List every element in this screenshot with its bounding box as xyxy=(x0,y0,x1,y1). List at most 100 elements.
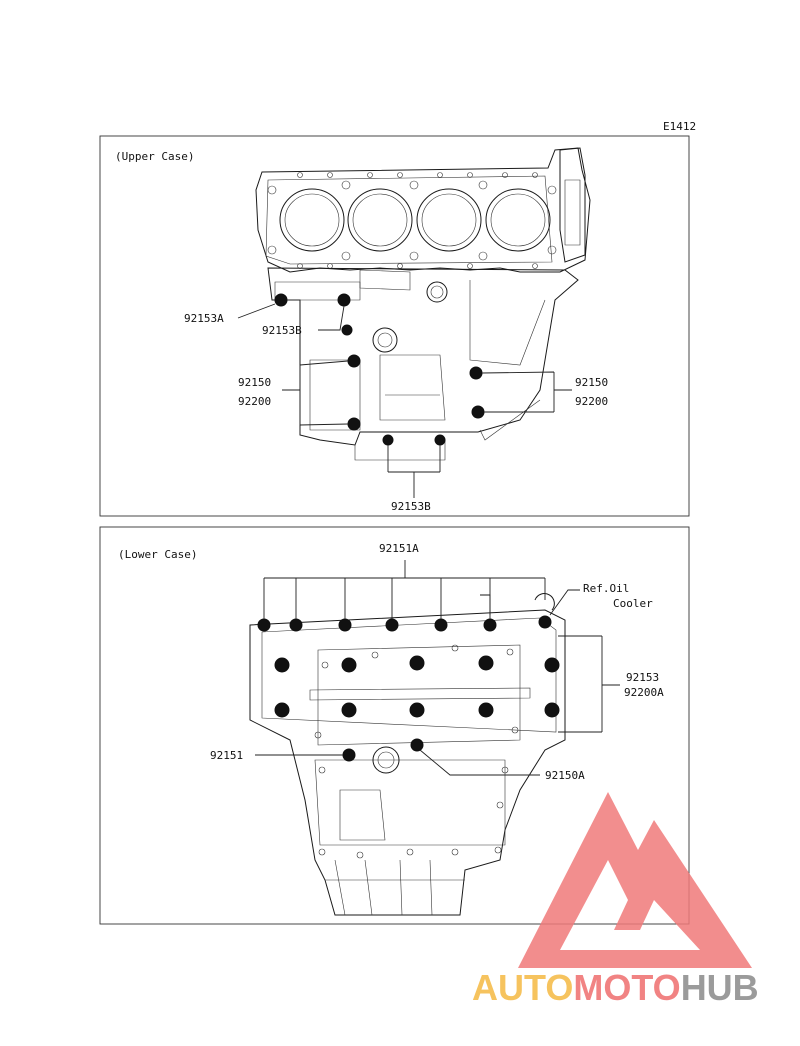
watermark-moto: MOTO xyxy=(573,967,680,1008)
cylinder-bore-1-inner xyxy=(284,193,340,247)
lower-case-inner-frame xyxy=(317,644,521,746)
bolt-92151A-1 xyxy=(257,618,271,632)
bolt-92153B-bottom-1 xyxy=(382,434,394,446)
label-92200A: 92200A xyxy=(624,686,664,699)
leader-92150-left xyxy=(282,360,349,426)
label-92153B-left: 92153B xyxy=(262,324,302,337)
bolt-92151A-6 xyxy=(483,618,497,632)
label-92150A: 92150A xyxy=(545,769,585,782)
leader-92150-right xyxy=(481,371,572,413)
bolt-oil-cooler xyxy=(538,615,552,629)
lower-case-drawing xyxy=(249,593,566,916)
label-92200-right: 92200 xyxy=(575,395,608,408)
upper-case-panel: (Upper Case) xyxy=(99,135,690,517)
cylinder-bore-2-inner xyxy=(352,193,408,247)
label-92153: 92153 xyxy=(626,671,659,684)
label-ref-oil: Ref.Oil xyxy=(583,582,629,595)
bolt-lower-left xyxy=(274,702,290,718)
upper-case-breather-inner xyxy=(430,285,444,299)
bolt-92151A-4 xyxy=(385,618,399,632)
label-cooler: Cooler xyxy=(613,597,653,610)
upper-leaders xyxy=(237,303,572,498)
bolt-92151-2 xyxy=(342,748,356,762)
upper-case-title: (Upper Case) xyxy=(115,150,194,163)
lower-case-sump-ribs xyxy=(334,859,433,916)
watermark-text: AUTOMOTOHUB xyxy=(472,967,759,1008)
upper-case-frame xyxy=(99,135,690,517)
bolt-92151A-9 xyxy=(409,655,425,671)
cylinder-bore-3 xyxy=(416,188,482,252)
upper-case-bolts xyxy=(274,293,485,446)
bolt-92151-1 xyxy=(341,702,357,718)
bolt-92151A-7 xyxy=(274,657,290,673)
cylinder-bore-4 xyxy=(485,188,551,252)
leader-92153B-left xyxy=(318,305,345,331)
bolt-92151A-3 xyxy=(338,618,352,632)
upper-deck-inner xyxy=(265,175,553,265)
bolt-92153A-1 xyxy=(274,293,288,307)
upper-case-starter-hole xyxy=(372,327,398,353)
lower-case-rail xyxy=(309,687,531,701)
cylinder-bore-2 xyxy=(347,188,413,252)
label-92153A: 92153A xyxy=(184,312,224,325)
bolt-92150-left-1 xyxy=(347,354,361,368)
label-92151A: 92151A xyxy=(379,542,419,555)
cylinder-bore-1 xyxy=(279,188,345,252)
bolt-92151A-5 xyxy=(434,618,448,632)
lower-case-frame xyxy=(99,526,690,925)
watermark-hub: HUB xyxy=(681,967,759,1008)
label-92153B-bottom: 92153B xyxy=(391,500,431,513)
leader-ref-oil-cooler xyxy=(549,589,580,616)
bolt-92151A-10 xyxy=(478,655,494,671)
upper-case-starter-hole-inner xyxy=(377,332,393,348)
bolt-92150-right-1 xyxy=(469,366,483,380)
label-92150-left: 92150 xyxy=(238,376,271,389)
bolt-92153-1 xyxy=(544,657,560,673)
lower-case-bolts xyxy=(257,615,560,762)
upper-case-center-pocket xyxy=(379,354,446,421)
watermark-triangle-logo xyxy=(518,792,752,968)
upper-case-rib-right xyxy=(469,280,546,366)
upper-case-drawing xyxy=(255,147,591,461)
bolt-92151A-2 xyxy=(289,618,303,632)
deck-bolt-holes xyxy=(267,172,557,269)
bolt-92151A-8 xyxy=(341,657,357,673)
bolt-92150A-3 xyxy=(410,738,424,752)
upper-case-boss xyxy=(359,269,411,291)
lower-case-upper-band xyxy=(261,617,557,733)
upper-case-rib-top xyxy=(274,281,361,301)
lower-case-oil-pan-flange xyxy=(314,759,506,846)
upper-case-bottom-lip xyxy=(354,440,446,461)
leader-92151A xyxy=(263,560,546,619)
lower-case-outline xyxy=(249,609,566,916)
bolt-92150-left-2 xyxy=(347,417,361,431)
upper-case-body xyxy=(267,267,579,446)
lower-case-oil-filter-boss xyxy=(372,746,400,774)
lower-case-title: (Lower Case) xyxy=(118,548,197,561)
lower-case-flange-holes xyxy=(314,644,519,859)
upper-case-breather xyxy=(426,281,448,303)
automotohub-watermark: AUTOMOTOHUB xyxy=(472,792,759,1008)
bolt-92150-right-2 xyxy=(471,405,485,419)
leader-92153-92200A xyxy=(558,635,620,733)
upper-deck-outline xyxy=(255,147,591,273)
leader-92153A xyxy=(237,303,276,319)
cam-chain-slot xyxy=(564,179,581,246)
cam-chain-tunnel xyxy=(559,147,586,263)
bolt-92153-2 xyxy=(544,702,560,718)
label-92151: 92151 xyxy=(210,749,243,762)
leader-92153B-bottom xyxy=(387,445,441,498)
bolt-92150A-1 xyxy=(409,702,425,718)
diagram-code: E1412 xyxy=(663,120,696,133)
bolt-92153B-2 xyxy=(341,324,353,336)
label-92150-right: 92150 xyxy=(575,376,608,389)
bolt-92150A-2 xyxy=(478,702,494,718)
bolt-92153B-1 xyxy=(337,293,351,307)
cylinder-bore-4-inner xyxy=(490,193,546,247)
lower-case-oil-pump xyxy=(339,789,386,841)
upper-case-bottom-right xyxy=(479,399,541,441)
cylinder-bore-3-inner xyxy=(421,193,477,247)
upper-case-left-pocket xyxy=(309,359,361,431)
lower-case-panel: (Lower Case) xyxy=(99,526,690,925)
